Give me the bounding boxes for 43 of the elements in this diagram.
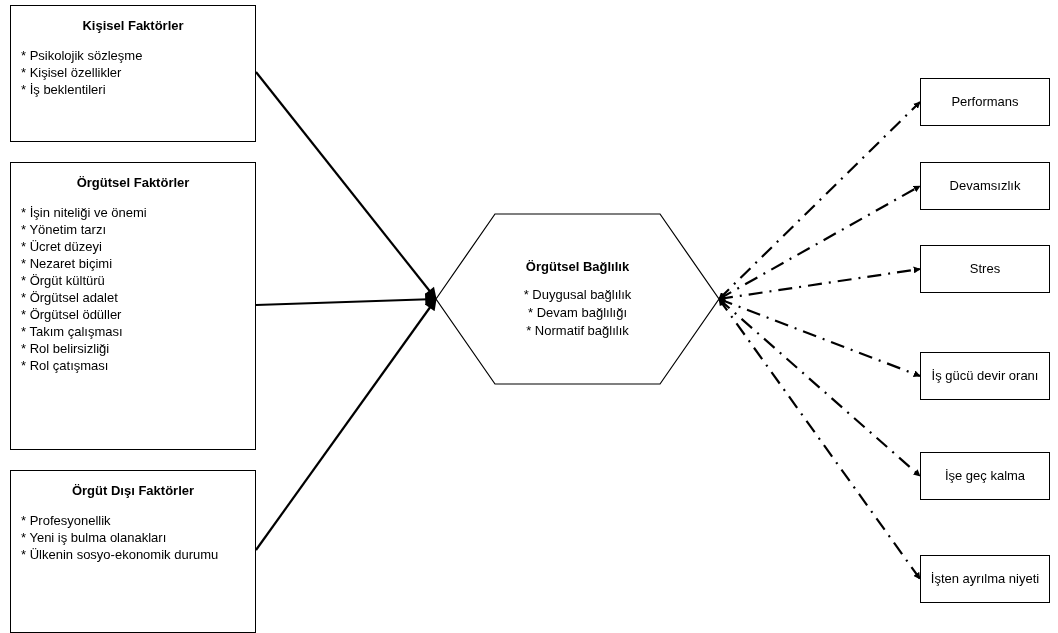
list-item: * Psikolojik sözleşme bbox=[21, 47, 144, 64]
list-item: * Örgütsel adalet bbox=[21, 289, 119, 306]
list-item: * Ücret düzeyi bbox=[21, 238, 103, 255]
list-item: * Takım çalışması bbox=[21, 323, 124, 340]
list-item: * Normatif bağlılık bbox=[526, 321, 629, 340]
box-label: İşe geç kalma bbox=[944, 467, 1026, 485]
outcome-box bbox=[920, 352, 1050, 400]
hexagon-node bbox=[435, 213, 720, 385]
outcome-box bbox=[920, 162, 1050, 210]
list-item: * İşin niteliği ve önemi bbox=[21, 204, 148, 221]
box-label: İşten ayrılma niyeti bbox=[930, 570, 1040, 588]
list-item: * Yeni iş bulma olanakları bbox=[21, 529, 168, 546]
list-item: * Rol çatışması bbox=[21, 357, 110, 374]
factor-box bbox=[10, 162, 256, 450]
list-item: * Nezaret biçimi bbox=[21, 255, 114, 272]
arrow bbox=[255, 71, 437, 300]
list-item: * Rol belirsizliği bbox=[21, 340, 111, 357]
list-item: * Örgüt kültürü bbox=[21, 272, 106, 289]
list-item: * Yönetim tarzı bbox=[21, 221, 108, 238]
box-label: Stres bbox=[969, 260, 1001, 278]
list-item: * İş beklentileri bbox=[21, 81, 107, 98]
arrow bbox=[718, 298, 921, 580]
box-heading: Örgütsel Faktörler bbox=[75, 175, 191, 190]
list-item: * Duygusal bağlılık bbox=[523, 285, 632, 304]
factor-box bbox=[10, 470, 256, 633]
outcome-box bbox=[920, 452, 1050, 500]
arrow bbox=[718, 298, 921, 477]
outcome-box bbox=[920, 78, 1050, 126]
list-item: * Ülkenin sosyo-ekonomik durumu bbox=[21, 546, 220, 563]
list-item: * Devam bağlılığı bbox=[528, 303, 627, 322]
box-heading: Kişisel Faktörler bbox=[81, 18, 185, 33]
list-item: * Kişisel özellikler bbox=[21, 64, 123, 81]
outcome-box bbox=[920, 555, 1050, 603]
list-item: * Profesyonellik bbox=[21, 512, 112, 529]
box-label: İş gücü devir oranı bbox=[931, 367, 1039, 385]
arrow bbox=[255, 298, 437, 551]
box-heading: Örgütsel Bağlılık bbox=[525, 258, 630, 274]
list-item: * Örgütsel ödüller bbox=[21, 306, 123, 323]
outcome-box bbox=[920, 245, 1050, 293]
box-heading: Örgüt Dışı Faktörler bbox=[70, 483, 196, 498]
box-label: Performans bbox=[951, 93, 1019, 111]
box-label: Devamsızlık bbox=[949, 177, 1021, 195]
factor-box bbox=[10, 5, 256, 142]
